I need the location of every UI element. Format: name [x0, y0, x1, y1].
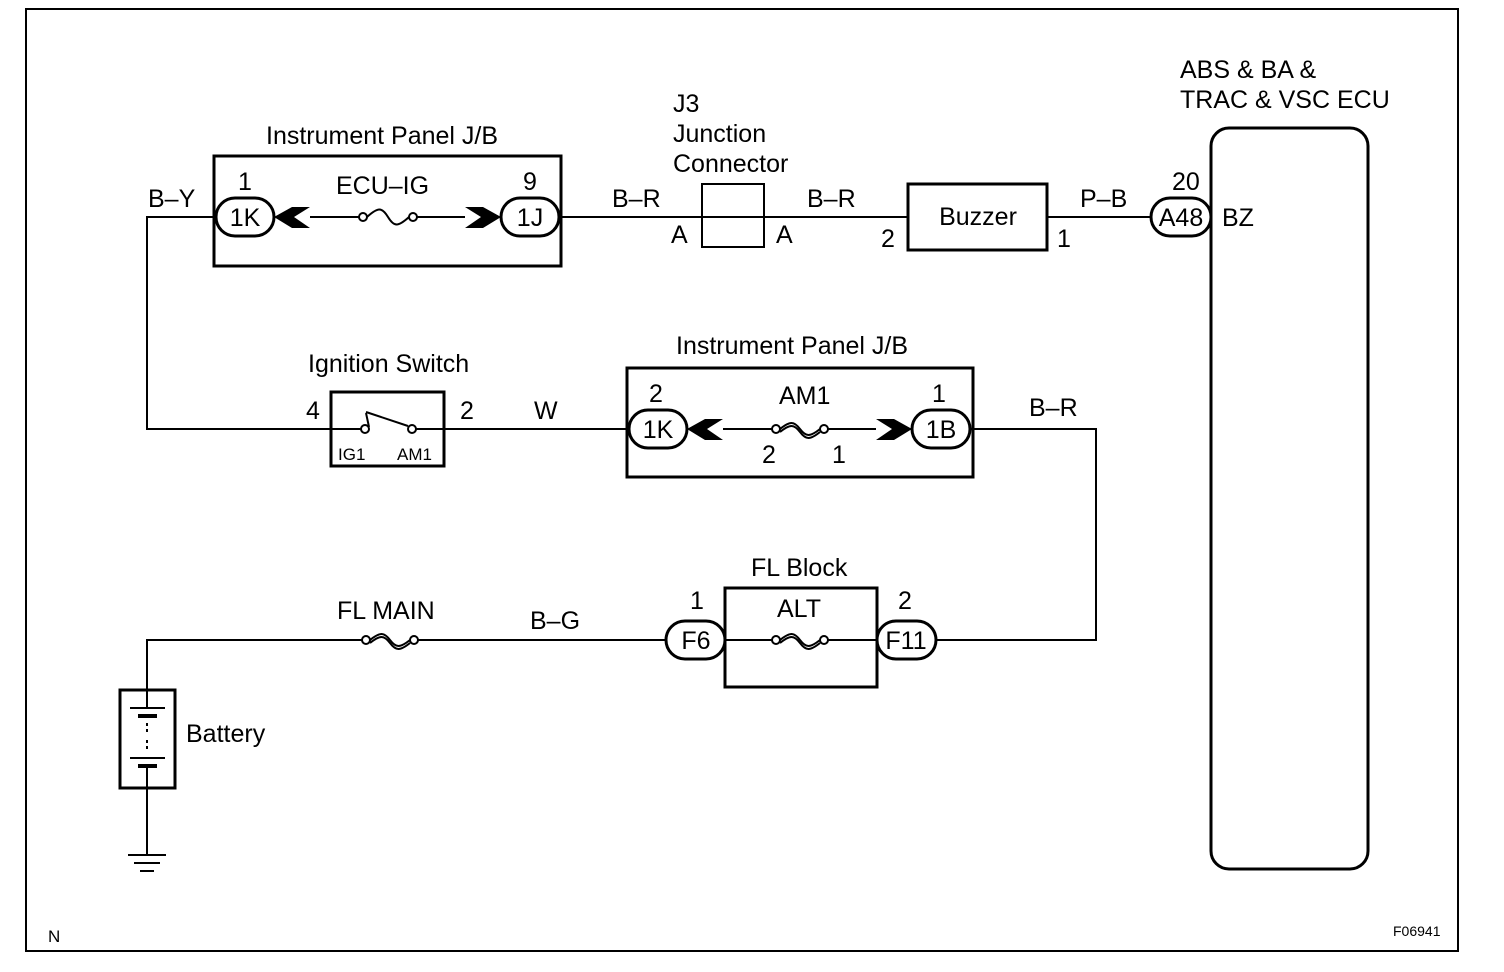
am1-fusible-link-icon [771, 422, 829, 439]
ecu-title-line1: ABS & BA & [1180, 56, 1317, 84]
ecu-terminal-label: BZ [1222, 204, 1254, 232]
jb-mid-left-pin: 2 [649, 380, 663, 408]
fl-block-box [723, 586, 879, 689]
fl-block-title: FL Block [751, 554, 848, 582]
wire-b-y [146, 216, 331, 430]
jb-mid-right-arrow [876, 419, 912, 440]
jb-mid-right-pin: 1 [932, 380, 946, 408]
jb-top-right-pin: 9 [523, 168, 537, 196]
jb-top-left-pin: 1 [238, 168, 252, 196]
jb-top-left-arrow [274, 207, 310, 228]
wire-label-b-r-3: B–R [1029, 394, 1078, 422]
ignition-left-pin: 4 [306, 397, 320, 425]
wire-label-w: W [534, 397, 558, 425]
jb-top-left-connector-label: 1K [230, 204, 261, 232]
ecu-connector-label: A48 [1159, 204, 1203, 232]
diagram-frame [25, 8, 1459, 952]
alt-fusible-link-icon [771, 633, 829, 650]
ecu-pin-number: 20 [1172, 168, 1200, 196]
jb-top-right-connector-label: 1J [517, 204, 543, 232]
ignition-right-pin: 2 [460, 397, 474, 425]
junction-right-pin: A [776, 221, 793, 249]
buzzer-box [906, 182, 1049, 252]
ignition-contact-am1: AM1 [397, 445, 432, 464]
wire-label-b-y: B–Y [148, 185, 196, 213]
fl-block-left-connector-label: F6 [681, 627, 710, 655]
battery-label: Battery [186, 720, 266, 748]
jb-mid-fuse-pin-right: 1 [832, 441, 846, 469]
junction-line1: J3 [673, 90, 699, 118]
jb-top-fuse-label: ECU–IG [336, 172, 429, 200]
junction-left-pin: A [671, 221, 688, 249]
corner-label: N [48, 927, 60, 946]
jb-mid-fuse-label: AM1 [779, 382, 830, 410]
wire-label-b-g: B–G [530, 607, 580, 635]
abs-vsc-ecu-box [1209, 126, 1370, 871]
junction-line3: Connector [673, 150, 788, 178]
battery-cell-icon [130, 690, 165, 788]
junction-connector-box [701, 183, 765, 248]
ignition-title: Ignition Switch [308, 350, 469, 378]
ecu-title-line2: TRAC & VSC ECU [1180, 86, 1390, 114]
ignition-contact-ig1: IG1 [338, 445, 365, 464]
ecu-ig-fuse-icon [358, 208, 418, 226]
jb-mid-left-arrow [687, 419, 723, 440]
ignition-switch-contact-icon [331, 411, 444, 434]
fl-block-right-pin: 2 [898, 587, 912, 615]
jb-mid-fuse-pin-left: 2 [762, 441, 776, 469]
fl-main-fusible-link-icon [361, 633, 419, 650]
buzzer-label: Buzzer [939, 203, 1017, 231]
buzzer-left-pin: 2 [881, 225, 895, 253]
wire-label-b-r-1: B–R [612, 185, 661, 213]
fl-block-fuse-label: ALT [777, 595, 821, 623]
jb-mid-title: Instrument Panel J/B [676, 332, 908, 360]
junction-line2: Junction [673, 120, 766, 148]
buzzer-right-pin: 1 [1057, 225, 1071, 253]
fl-block-right-connector-label: F11 [885, 627, 926, 655]
ground-icon [128, 854, 166, 872]
jb-mid-left-connector-label: 1K [643, 416, 674, 444]
fl-block-left-pin: 1 [690, 587, 704, 615]
wire-label-b-r-2: B–R [807, 185, 856, 213]
diagram-code: F06941 [1393, 923, 1441, 939]
jb-top-right-arrow [465, 207, 501, 228]
jb-top-title: Instrument Panel J/B [266, 122, 498, 150]
fl-main-label: FL MAIN [337, 597, 435, 625]
wire-label-p-b: P–B [1080, 185, 1127, 213]
wire-b-r-3 [936, 428, 1097, 641]
jb-mid-right-connector-label: 1B [926, 416, 957, 444]
